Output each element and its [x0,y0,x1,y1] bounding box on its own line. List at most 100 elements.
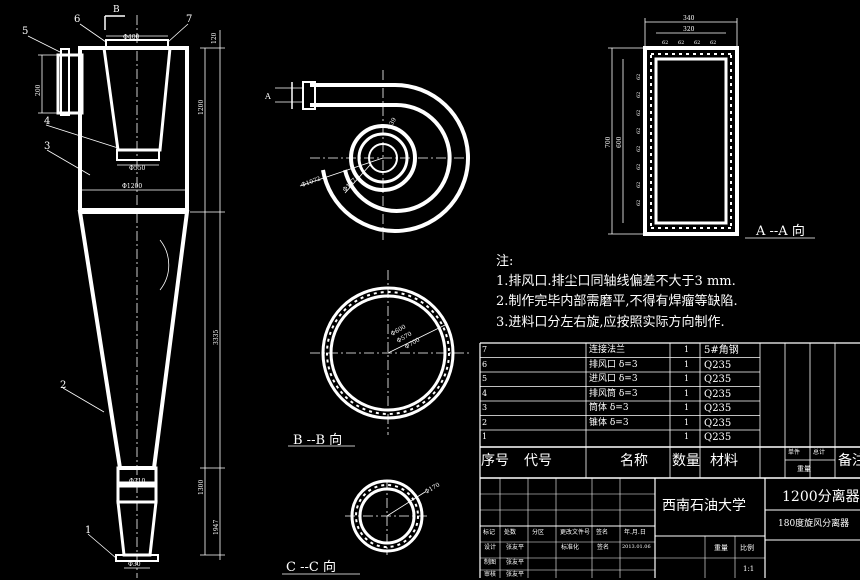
aa-pitch-side-label: 62 [636,110,642,116]
bom-row-material: 5#角钢 [704,345,739,356]
bom-row-material: Q235 [704,403,732,414]
tb-date: 2013.01.06 [622,544,651,550]
dim-cone-bottom: Φ310 [129,478,146,485]
bom-row-qty: 1 [684,359,690,369]
balloon-7: 7 [186,14,192,25]
aa-pitch-side-label: 62 [636,200,642,206]
bom-header-code: 代号 [524,453,552,469]
aa-pitch-side-label: 62 [636,74,642,80]
bom-row-name: 连接法兰 [589,345,626,355]
dim-top-dia: Φ400 [123,34,140,41]
notes-title: 注: [496,254,514,269]
aa-height-outer: 700 [605,136,612,148]
bom-row-name: 排风筒 δ=3 [589,388,638,399]
tb-sign: 签名 [597,544,610,551]
bom-row-material: Q235 [704,359,732,371]
bom-row-qty: 1 [684,374,690,383]
tb-scale-label: 比例 [740,544,754,552]
dim-h-top: 120 [211,32,218,44]
bom-header-weight: 重量 [797,465,811,473]
bom-header-name: 名称 [620,453,648,469]
bom-row-name: 锥体 δ=3 [589,417,629,428]
balloon-3: 3 [44,141,50,152]
bom-header-remark: 备注 [838,453,860,469]
tb-role-check: 审核 [484,571,497,578]
aa-pitch-top-label: 62 [710,40,716,46]
bom-row-no: 4 [482,388,488,398]
aa-view [608,18,815,239]
tb-name-draw: 张友平 [506,559,525,566]
bom-row-qty: 1 [684,403,690,412]
bom-row-no: 5 [482,374,488,383]
bom-row-name: 排风口 δ=3 [589,359,638,370]
view-label-bb: B --B 向 [293,433,343,448]
tb-row-label: 分区 [532,529,545,536]
bom-header-no: 序号 [481,453,509,469]
dim-h-cone: 3335 [213,330,220,345]
balloon-2: 2 [60,380,66,391]
tb-row-label: 处数 [504,529,517,536]
tb-row-label: 标记 [483,529,496,536]
front-view [27,15,225,578]
aa-width-outer: 340 [683,15,695,22]
dim-outlet: Φ30 [128,561,141,568]
dim-body-dia: Φ1200 [122,183,142,190]
tb-role-design: 设计 [484,544,497,551]
bom-row-material: Q235 [704,417,732,429]
tb-name-design: 张友平 [506,544,525,551]
aa-width-inner: 320 [683,26,695,33]
view-label-aa: A --A 向 [756,224,805,239]
aa-height-inner: 600 [616,136,623,148]
bom-row-no: 1 [482,432,488,441]
cc-view [345,479,430,555]
bom-row-name: 筒体 δ=3 [589,403,629,413]
balloon-1: 1 [85,525,91,536]
aa-pitch-side-label: 62 [636,146,642,152]
tb-name-check: 张友平 [506,571,525,578]
a-marker: A [264,92,271,101]
tb-row-label: 年.月.日 [624,529,646,536]
top-dim-1: Φ1072 [300,175,322,189]
bom-row-no: 2 [482,417,488,427]
tb-product: 1200分离器 [782,489,860,505]
title-block-lines [480,478,860,578]
bom-row-name: 进风口 δ=3 [589,374,638,384]
tb-weight-label: 重量 [714,544,728,552]
top-view [275,70,470,240]
tb-std: 标准化 [561,544,580,551]
bom-row-qty: 1 [684,432,690,441]
bom-header-material: 材料 [710,453,738,469]
b-marker: B [113,5,120,15]
aa-pitch-side-label: 62 [636,128,642,134]
balloon-4: 4 [44,116,50,127]
bom-table-lines [479,342,860,578]
note-2: 2.制作完毕内部需磨平,不得有焊瘤等缺陷. [496,294,738,309]
dim-h-inlet: 200 [35,84,42,96]
bom-row-qty: 1 [684,417,690,427]
tb-scale: 1:1 [743,565,755,573]
tb-role-draw: 制图 [484,559,497,566]
dim-inner-pipe: Φ550 [129,165,146,172]
bom-row-qty: 1 [684,388,690,398]
tb-school: 西南石油大学 [662,498,746,514]
bom-header-total: 总计 [813,449,826,456]
dim-h-bottom: 1947 [213,520,220,535]
bom-row-qty: 1 [684,345,690,354]
bb-view [310,270,470,435]
cc-dim-1: Φ170 [424,481,442,495]
bom-row-material: Q235 [704,388,732,400]
bom-row-material: Q235 [704,432,732,443]
note-3: 3.进料口分左右旋,应按照实际方向制作. [496,315,725,330]
aa-pitch-top-label: 62 [662,40,668,46]
aa-pitch-side-label: 62 [636,92,642,98]
balloon-6: 6 [74,14,80,25]
bom-header-unit: 单件 [788,449,801,456]
tb-row-label: 签名 [596,529,609,536]
bom-header-qty: 数量 [672,453,700,469]
bom-row-no: 6 [482,359,488,369]
aa-pitch-top-label: 62 [694,40,700,46]
balloon-5: 5 [22,26,28,37]
bom-row-material: Q235 [704,374,732,385]
bom-row-no: 3 [482,403,488,412]
